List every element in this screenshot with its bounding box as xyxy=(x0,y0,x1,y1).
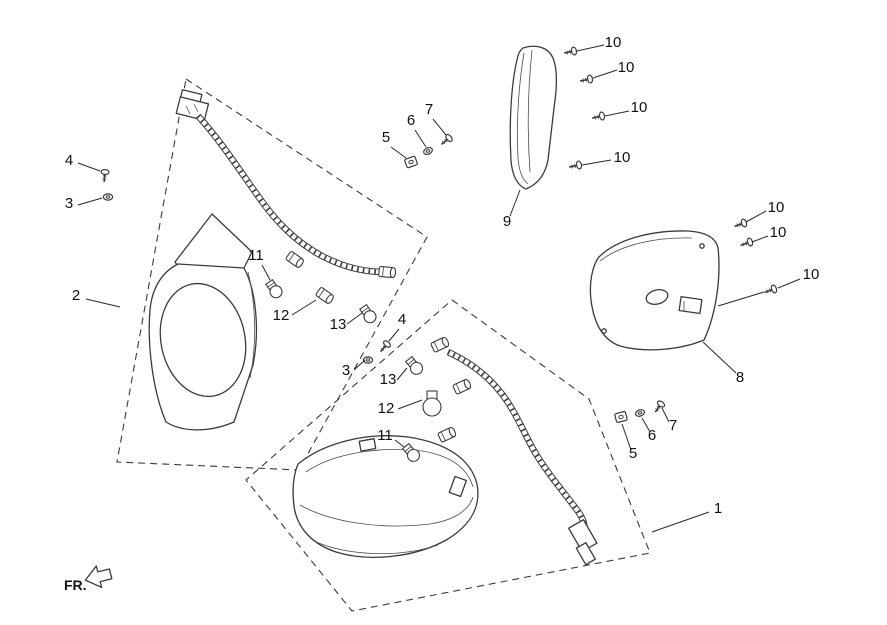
screw-10 xyxy=(762,283,779,297)
screw-10 xyxy=(732,217,749,231)
screw-4 xyxy=(99,168,110,184)
callout-7-bottom: 7 xyxy=(669,417,677,434)
washer-6 xyxy=(634,407,646,419)
screw-10 xyxy=(590,110,606,123)
bulb-socket xyxy=(378,265,397,279)
screw-10 xyxy=(578,73,594,86)
bulb-socket xyxy=(436,425,458,444)
callout-1: 1 xyxy=(714,500,722,517)
taillight-part-2 xyxy=(148,213,258,431)
fr-arrow-icon xyxy=(84,565,113,589)
callout-6-bottom: 6 xyxy=(648,427,656,444)
nut-5 xyxy=(613,410,629,424)
bulb-13 xyxy=(357,302,379,326)
bulb-socket xyxy=(429,335,451,354)
callout-3-bottom: 3 xyxy=(342,362,350,379)
screw-10 xyxy=(738,236,755,250)
callout-labels: 10 10 10 10 9 10 10 10 8 4 3 2 11 12 13 … xyxy=(65,34,820,517)
callout-5-top: 5 xyxy=(382,129,390,146)
screw-10 xyxy=(562,45,578,58)
callout-10-2: 10 xyxy=(618,59,635,76)
callout-10-3: 10 xyxy=(631,99,648,116)
callout-12-top: 12 xyxy=(273,307,290,324)
callout-3-top: 3 xyxy=(65,195,73,212)
callout-11-bottom: 11 xyxy=(377,427,393,444)
callout-8: 8 xyxy=(736,369,744,386)
callout-10-7: 10 xyxy=(803,266,820,283)
taillight-wiring-harness xyxy=(175,89,397,326)
screw-7 xyxy=(437,132,455,149)
headlight-part-1 xyxy=(292,435,479,558)
washer-6 xyxy=(421,145,435,157)
callout-10-6: 10 xyxy=(770,224,787,241)
washer-3 xyxy=(102,193,114,201)
bulb-socket xyxy=(314,286,336,306)
callout-9: 9 xyxy=(503,213,511,230)
bulb-13 xyxy=(403,354,426,378)
callout-11-top: 11 xyxy=(248,247,264,264)
fr-label: FR. xyxy=(64,577,87,593)
leader-lines xyxy=(77,44,801,533)
bulb-12 xyxy=(422,390,442,417)
callout-13-top: 13 xyxy=(330,316,347,333)
callout-2: 2 xyxy=(72,287,80,304)
callout-7-top: 7 xyxy=(425,101,433,118)
callout-6-top: 6 xyxy=(407,112,415,129)
callout-10-4: 10 xyxy=(614,149,631,166)
callout-10-1: 10 xyxy=(605,34,622,51)
screw-10 xyxy=(567,159,583,172)
bulb-11 xyxy=(263,277,285,301)
callout-10-5: 10 xyxy=(768,199,785,216)
callout-4-top: 4 xyxy=(65,152,73,169)
callout-5-bottom: 5 xyxy=(629,445,637,462)
lower-cover-part-8 xyxy=(589,230,720,351)
callout-4-bottom: 4 xyxy=(398,311,406,328)
callout-13-bottom: 13 xyxy=(380,371,397,388)
bulb-socket xyxy=(451,377,473,396)
bulb-socket xyxy=(284,250,306,270)
headlight-assembly-boundary xyxy=(245,299,651,612)
front-direction-marker: FR. xyxy=(64,565,113,593)
screw-4 xyxy=(376,338,393,356)
callout-12-bottom: 12 xyxy=(378,400,395,417)
upper-cover-part-9 xyxy=(509,45,558,190)
nut-5 xyxy=(403,155,419,169)
headlight-wiring-harness xyxy=(400,335,598,566)
